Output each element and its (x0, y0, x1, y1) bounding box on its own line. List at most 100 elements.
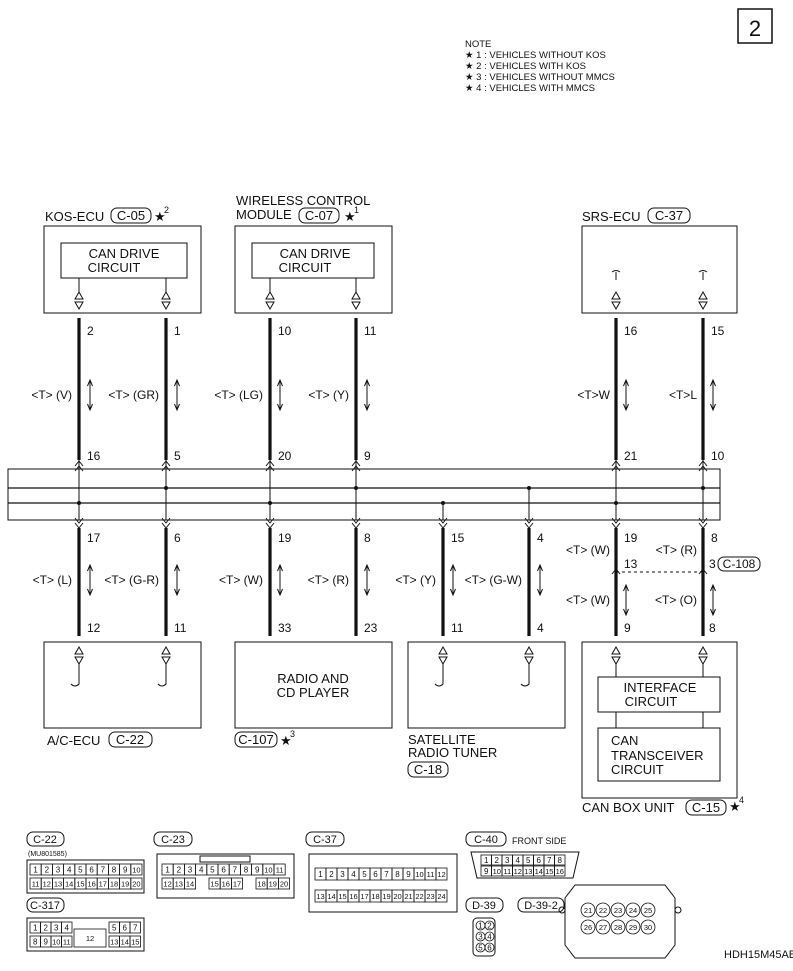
c317-pin-8-number: 8 (33, 938, 38, 947)
c23-pin-5-number: 5 (210, 866, 215, 875)
c22-pin-10-number: 10 (132, 866, 140, 875)
c40-pin-9-number: 9 (484, 867, 489, 876)
c37-pin-12-number: 12 (437, 870, 445, 879)
c22-pin-11-number: 11 (32, 880, 40, 889)
c23-pin-19-number: 19 (269, 880, 277, 889)
bus-connector-chevrons (74, 460, 708, 529)
lower-wire-1-bottom-pin: 12 (87, 621, 101, 635)
c317-pin-12-number: 12 (86, 934, 94, 943)
c23-pin-11-cell (273, 863, 286, 876)
page-number: 2 (749, 16, 761, 41)
c23-pin-18-number: 18 (257, 880, 265, 889)
canbox-right-mid-pin: 3 (709, 557, 716, 571)
upper-wire-2-color: <T> (GR) (108, 388, 159, 402)
c22-pin-8-number: 8 (112, 866, 117, 875)
c23-pin-13-number: 13 (175, 880, 183, 889)
d39-2-pin-27-cell (595, 919, 611, 935)
c22-pin-17-number: 17 (99, 880, 107, 889)
c40-pin-15-number: 15 (545, 867, 553, 876)
note-line-1: ★ 1 : VEHICLES WITHOUT KOS (465, 50, 606, 61)
d39-2-pin-26-number: 26 (584, 923, 592, 932)
c22-pin-19-number: 19 (121, 880, 129, 889)
c37-pin-8-number: 8 (395, 870, 400, 879)
c40-pin-8-cell (554, 854, 566, 866)
upper-wire-1-bottom-pin: 16 (87, 449, 101, 463)
c40-pin-7-number: 7 (547, 856, 552, 865)
wireless-label-2: MODULE (236, 207, 292, 222)
kos-ecu-box (43, 225, 202, 314)
c23-pin-20-number: 20 (280, 880, 288, 889)
satellite-label-2: RADIO TUNER (408, 745, 497, 760)
bus-through-lines (78, 460, 704, 520)
c22-pin-6-number: 6 (89, 866, 94, 875)
d39-2-pin-21-number: 21 (584, 906, 592, 915)
d39-2-pin-29-number: 29 (629, 923, 637, 932)
canbox-right-color-top: <T> (R) (656, 543, 697, 557)
c40-pin-10-number: 10 (493, 867, 501, 876)
upper-wire-5-color: <T>W (577, 388, 610, 402)
c37-pin-21-number: 21 (404, 892, 412, 901)
lower-wire-2-top-pin: 6 (174, 531, 181, 545)
transceiver-box (597, 727, 721, 782)
c40-pin-12-number: 12 (514, 867, 522, 876)
c317-pin-4-number: 4 (65, 924, 70, 933)
c108-connector-badge (717, 556, 761, 572)
c40-pin-3-number: 3 (505, 856, 510, 865)
upper-wire-1-top-pin: 2 (87, 324, 94, 338)
note-block: NOTE ★ 1 : VEHICLES WITHOUT KOS ★ 2 : VE… (465, 39, 615, 94)
kos-ecu-mark: ★ (154, 209, 166, 224)
d39-pin-6-number: 6 (487, 944, 492, 953)
c22-pin-16-number: 16 (87, 880, 95, 889)
can-bus (7, 468, 721, 521)
d39-2-pin-24-number: 24 (629, 906, 637, 915)
lower-wire-3-color: <T> (W) (219, 573, 263, 587)
satellite-connector: C-18 (414, 762, 442, 777)
c317-pin-10-number: 10 (52, 938, 60, 947)
lower-wire-3-bottom-pin: 33 (278, 621, 292, 635)
can-box-label: CAN BOX UNIT (582, 800, 675, 815)
c23-pin-17-cell (230, 877, 243, 890)
d39-pin-3-number: 3 (478, 933, 483, 942)
upper-wire-2-top-pin: 1 (174, 324, 181, 338)
radio-label-1: RADIO AND (277, 671, 349, 686)
c22-pin-7-number: 7 (101, 866, 106, 875)
c37-pin-18-number: 18 (371, 892, 379, 901)
c40-pin-14-number: 14 (535, 867, 543, 876)
c22-pin-13-number: 13 (54, 880, 62, 889)
c22-pin-10-cell (130, 863, 143, 876)
wireless-connector-badge (298, 207, 340, 224)
srs-ecu-box (581, 225, 738, 314)
radio-connector: C-107 (238, 732, 273, 747)
canbox-right-top-pin: 8 (711, 531, 718, 545)
ac-ecu-label: A/C-ECU (47, 733, 100, 748)
c37-pin-10-number: 10 (415, 870, 423, 879)
svg-text:C-317: C-317 (30, 900, 60, 912)
c37-pin-7-number: 7 (384, 870, 389, 879)
c22-pin-4-number: 4 (67, 866, 72, 875)
c37-pin-19-number: 19 (382, 892, 390, 901)
upper-wire-4-bottom-pin: 9 (364, 449, 371, 463)
d39-2-pin-25-number: 25 (644, 906, 652, 915)
can-box-box (581, 641, 738, 799)
can-box-connector-badge (685, 799, 727, 816)
c23-pin-16-number: 16 (222, 880, 230, 889)
c22-pin-1-number: 1 (33, 866, 38, 875)
canbox-left-mid-pin: 13 (624, 557, 638, 571)
canbox-left-color-top: <T> (W) (566, 543, 610, 557)
canbox-left-top-pin: 19 (624, 531, 638, 545)
c22-pin-2-number: 2 (45, 866, 50, 875)
upper-wire-6-color: <T>L (669, 388, 697, 402)
lower-wire-3-top-pin: 19 (278, 531, 292, 545)
can-box-mark-num: 4 (739, 795, 744, 805)
d39-2-pin-22-number: 22 (599, 906, 607, 915)
lower-wire-1-color: <T> (L) (33, 573, 72, 587)
srs-ecu-label: SRS-ECU (582, 209, 641, 224)
c23-pin-10-number: 10 (264, 866, 272, 875)
lower-wire-5-bottom-pin: 11 (451, 621, 464, 635)
d39-2-pin-28-number: 28 (614, 923, 622, 932)
c37-pin-9-number: 9 (406, 870, 411, 879)
c22-pin-14-number: 14 (65, 880, 73, 889)
c40-pin-2-number: 2 (495, 856, 500, 865)
